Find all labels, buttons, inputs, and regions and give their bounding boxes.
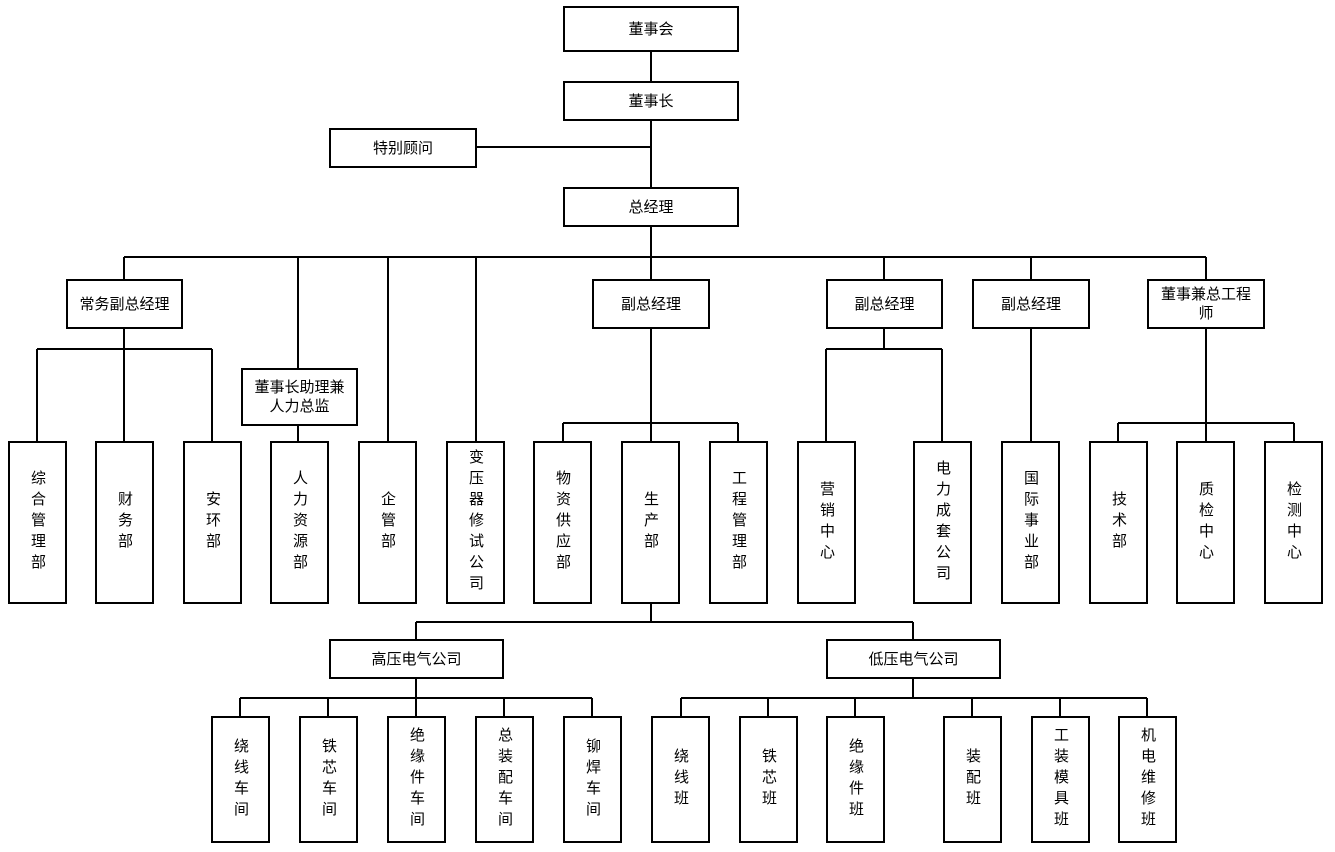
hv-core-node: 铁芯车间: [299, 716, 358, 843]
vp-sales-node: 副总经理: [826, 279, 943, 329]
dept-supply-node: 物资供应部: [533, 441, 592, 604]
hv-company-node: 高压电气公司: [329, 639, 504, 679]
dept-hr-node: 人力资源部: [270, 441, 329, 604]
hv-insulation-node: 绝缘件车间: [387, 716, 446, 843]
dept-technology-node: 技术部: [1089, 441, 1148, 604]
dept-general-admin-node: 综合管理部: [8, 441, 67, 604]
dept-transformer-repair-node: 变压器修试公司: [446, 441, 505, 604]
lv-insulation-node: 绝缘件班: [826, 716, 885, 843]
dept-marketing-node: 营销中心: [797, 441, 856, 604]
lv-core-node: 铁芯班: [739, 716, 798, 843]
dept-safety-env-node: 安环部: [183, 441, 242, 604]
lv-winding-node: 绕线班: [651, 716, 710, 843]
general-manager-node: 总经理: [563, 187, 739, 227]
hv-riveting-node: 铆焊车间: [563, 716, 622, 843]
vp-international-node: 副总经理: [972, 279, 1090, 329]
dept-enterprise-mgmt-node: 企管部: [358, 441, 417, 604]
chairman-assistant-node: 董事长助理兼人力总监: [241, 368, 358, 426]
chairman-node: 董事长: [563, 81, 739, 121]
dept-quality-node: 质检中心: [1176, 441, 1235, 604]
lv-assembly-node: 装配班: [943, 716, 1002, 843]
dept-finance-node: 财务部: [95, 441, 154, 604]
chief-engineer-node: 董事兼总工程师: [1147, 279, 1265, 329]
lv-company-node: 低压电气公司: [826, 639, 1001, 679]
dept-power-equipment-node: 电力成套公司: [913, 441, 972, 604]
lv-tooling-node: 工装模具班: [1031, 716, 1090, 843]
dept-engineering-node: 工程管理部: [709, 441, 768, 604]
special-advisor-node: 特别顾问: [329, 128, 477, 168]
lv-maintenance-node: 机电维修班: [1118, 716, 1177, 843]
board-node: 董事会: [563, 6, 739, 52]
dept-international-node: 国际事业部: [1001, 441, 1060, 604]
dept-testing-node: 检测中心: [1264, 441, 1323, 604]
hv-assembly-node: 总装配车间: [475, 716, 534, 843]
executive-vp-node: 常务副总经理: [66, 279, 183, 329]
hv-winding-node: 绕线车间: [211, 716, 270, 843]
vp-production-node: 副总经理: [592, 279, 710, 329]
dept-production-node: 生产部: [621, 441, 680, 604]
